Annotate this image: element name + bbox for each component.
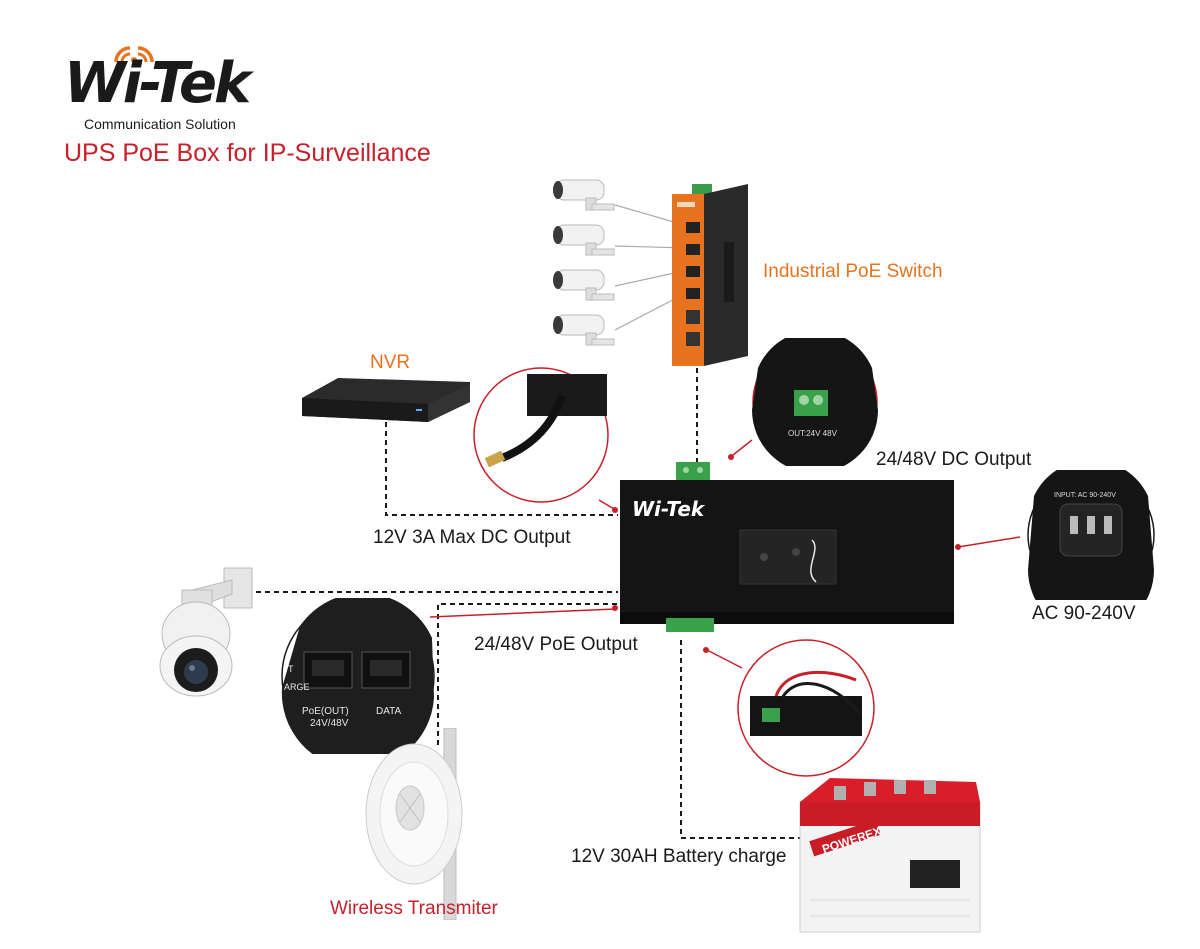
input-label: INPUT: AC 90-240V — [1054, 492, 1116, 499]
battery: POWEREX — [799, 778, 981, 933]
label-nvr: NVR — [370, 352, 411, 373]
dc-terminal-callout: OUT:24V 48V — [752, 338, 878, 466]
ac-input-callout: INPUT: AC 90-240V — [1027, 470, 1155, 600]
label-industrial-switch: Industrial PoE Switch — [763, 261, 943, 282]
port-partial-label-1: T — [288, 664, 294, 674]
bullet-camera-icon — [553, 269, 615, 301]
nvr-device — [302, 378, 470, 422]
wireless-transmitter-dish — [365, 728, 463, 920]
label-ac-input: AC 90-240V — [1032, 603, 1136, 624]
label-battery-charge: 12V 30AH Battery charge — [571, 846, 787, 867]
page-title: UPS PoE Box for IP-Surveillance — [64, 139, 431, 167]
logo-tagline: Communication Solution — [84, 116, 236, 132]
logo-wordmark: Wi-Tek — [64, 51, 251, 116]
label-12v-dc-output: 12V 3A Max DC Output — [373, 527, 571, 548]
bullet-camera-icon — [553, 179, 615, 211]
label-poe-output: 24/48V PoE Output — [474, 634, 638, 655]
ptz-dome-camera — [159, 567, 253, 697]
bullet-camera-icon — [553, 224, 615, 256]
box-dc-terminal — [676, 462, 710, 480]
out-label: OUT:24V 48V — [788, 429, 838, 438]
poe-port-callout: T ARGE PoE(OUT) 24V/48V DATA — [281, 598, 435, 754]
bullet-camera-icon — [553, 314, 615, 346]
data-port-label: DATA — [376, 706, 402, 717]
battery-cable-callout — [737, 639, 875, 777]
box-logo: Wi-Tek — [632, 497, 706, 521]
label-24-48v-dc-output: 24/48V DC Output — [876, 449, 1032, 470]
port-partial-label-2: ARGE — [284, 682, 310, 692]
switch-terminal-block — [692, 184, 712, 196]
ups-poe-box: Wi-Tek — [620, 462, 954, 632]
poe-port-label: PoE(OUT) — [302, 706, 349, 717]
box-battery-terminal — [666, 618, 714, 632]
poe-volts-label: 24V/48V — [310, 718, 349, 729]
label-wireless-transmitter: Wireless Transmiter — [330, 898, 498, 919]
wifi-signal-icon — [114, 46, 154, 63]
bullet-cameras — [553, 179, 615, 346]
industrial-poe-switch — [672, 184, 748, 366]
dc-plug-callout — [473, 367, 609, 503]
